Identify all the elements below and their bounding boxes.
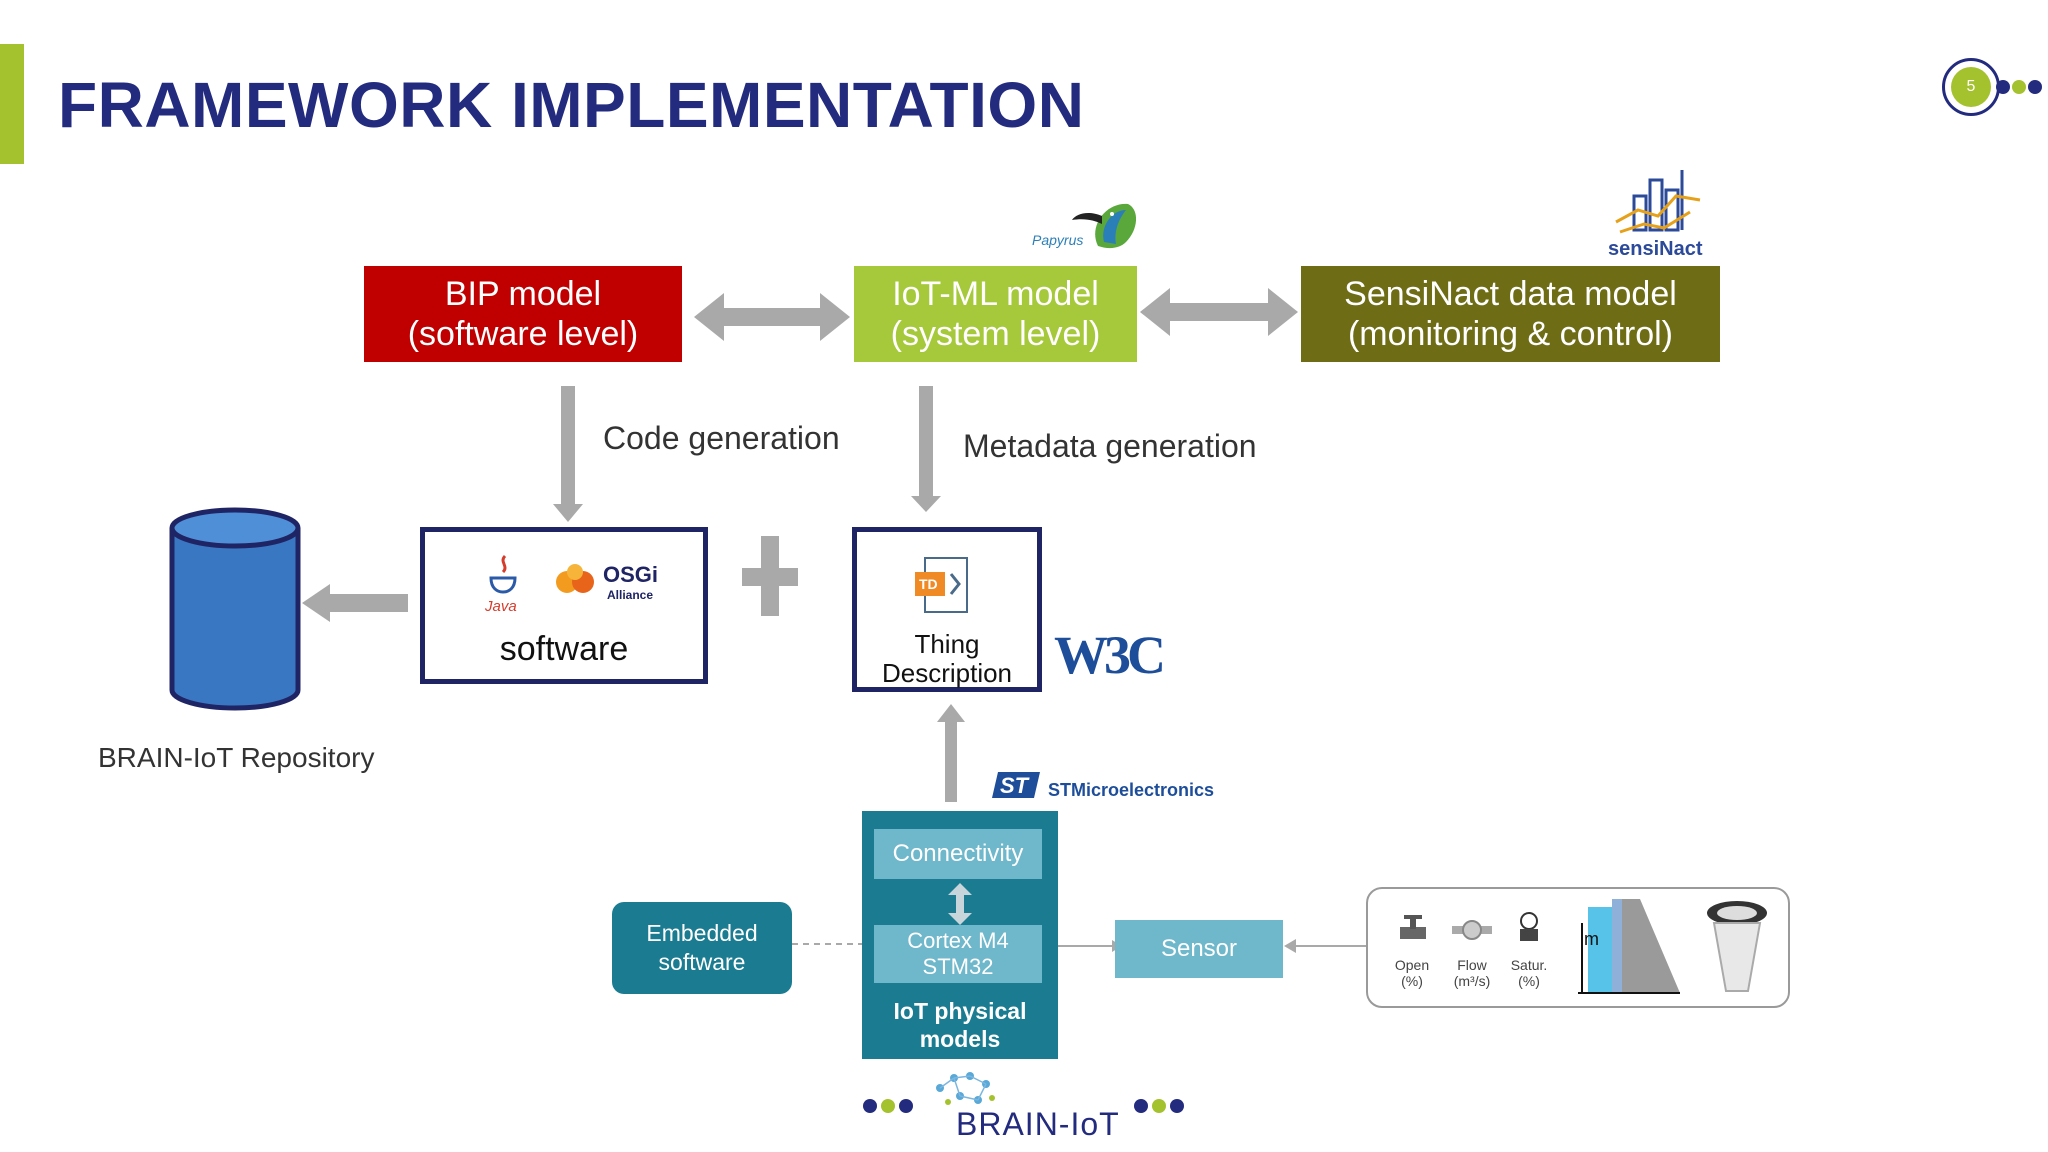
- java-logo-text: Java: [485, 598, 517, 615]
- sensinact-model-box: SensiNact data model (monitoring & contr…: [1301, 266, 1720, 362]
- w3c-logo: W3C: [1054, 625, 1166, 685]
- rain-gauge-icon: [1707, 901, 1767, 992]
- software-box: Java OSGi Alliance software: [420, 527, 708, 684]
- brain-network-icon: [936, 1072, 995, 1105]
- code-generation-arrow: [553, 386, 583, 522]
- papyrus-logo-text: Papyrus: [1032, 232, 1084, 248]
- osgi-alliance-text: Alliance: [607, 588, 654, 602]
- thing-description-box: TD Thing Description: [852, 527, 1042, 692]
- sensor-panel: Open (%) Flow (m³/s) Satur. (%) m: [1366, 887, 1790, 1008]
- repository-label: BRAIN-IoT Repository: [98, 742, 375, 773]
- footer-dot-right-1: [1134, 1099, 1148, 1113]
- embedded-software-box: Embedded software: [612, 902, 792, 994]
- svg-text:ST: ST: [1000, 773, 1030, 798]
- metadata-generation-arrow: [911, 386, 941, 512]
- footer-dot-right-3: [1170, 1099, 1184, 1113]
- title-accent-bar: [0, 44, 24, 164]
- page-number-badge: 5: [1942, 58, 2000, 116]
- connectivity-cortex-arrow: [948, 883, 972, 925]
- iotml-model-box: IoT-ML model (system level): [854, 266, 1137, 362]
- flow-label: Flow (m³/s): [1453, 957, 1491, 989]
- level-m-label: m: [1584, 929, 1599, 949]
- page-number: 5: [1951, 67, 1991, 107]
- iot-to-td-arrow: [937, 704, 965, 802]
- saturation-gauge-icon: [1520, 912, 1538, 941]
- repository-arrow: [302, 584, 408, 622]
- sensor-box: Sensor: [1115, 920, 1283, 978]
- metadata-generation-label: Metadata generation: [963, 428, 1257, 464]
- td-icon-text: TD: [919, 576, 938, 592]
- td-document-icon: [915, 557, 968, 613]
- plus-sign: [742, 536, 798, 616]
- st-logo-icon: ST: [992, 772, 1040, 798]
- saturation-label: Satur. (%): [1510, 957, 1548, 989]
- header-dot-navy-2: [2028, 80, 2042, 94]
- page-title: FRAMEWORK IMPLEMENTATION: [58, 69, 1085, 141]
- sensinact-logo: sensiNact: [1604, 166, 1714, 264]
- sensinact-logo-text: sensiNact: [1608, 238, 1703, 260]
- footer-dot-left-1: [863, 1099, 877, 1113]
- bip-model-box: BIP model (software level): [364, 266, 682, 362]
- brain-iot-logo-text: BRAIN-IoT: [956, 1106, 1120, 1142]
- city-circuit-icon: [1615, 170, 1701, 234]
- footer-dot-left-3: [899, 1099, 913, 1113]
- software-label: software: [499, 630, 629, 668]
- java-cup-icon: [489, 554, 517, 594]
- header-dot-navy: [1996, 80, 2010, 94]
- dam-reservoir-icon: [1578, 899, 1680, 994]
- papyrus-bird-icon: [1072, 203, 1137, 249]
- connectivity-box: Connectivity: [874, 829, 1042, 879]
- osgi-logo-icon: [556, 564, 594, 593]
- database-icon: [169, 507, 301, 711]
- double-arrow-iotml-sensinact: [1140, 288, 1298, 336]
- double-arrow-bip-iotml: [694, 293, 850, 341]
- st-logo-text: STMicroelectronics: [1048, 780, 1215, 800]
- footer-dot-right-2: [1152, 1099, 1166, 1113]
- iot-physical-models-label: IoT physical models: [893, 998, 1027, 1052]
- open-label: Open (%): [1394, 957, 1430, 989]
- iot-physical-models-box: Connectivity Cortex M4 STM32 IoT physica…: [862, 811, 1058, 1059]
- cortex-m4-box: Cortex M4 STM32: [874, 925, 1042, 983]
- header-dot-green: [2012, 80, 2026, 94]
- thing-description-label: Thing Description: [881, 629, 1013, 688]
- code-generation-label: Code generation: [603, 420, 840, 456]
- papyrus-logo: Papyrus: [1028, 196, 1137, 256]
- footer-dot-left-2: [881, 1099, 895, 1113]
- flow-meter-icon: [1452, 920, 1492, 940]
- osgi-logo-text: OSGi: [603, 562, 659, 587]
- valve-icon: [1400, 915, 1426, 939]
